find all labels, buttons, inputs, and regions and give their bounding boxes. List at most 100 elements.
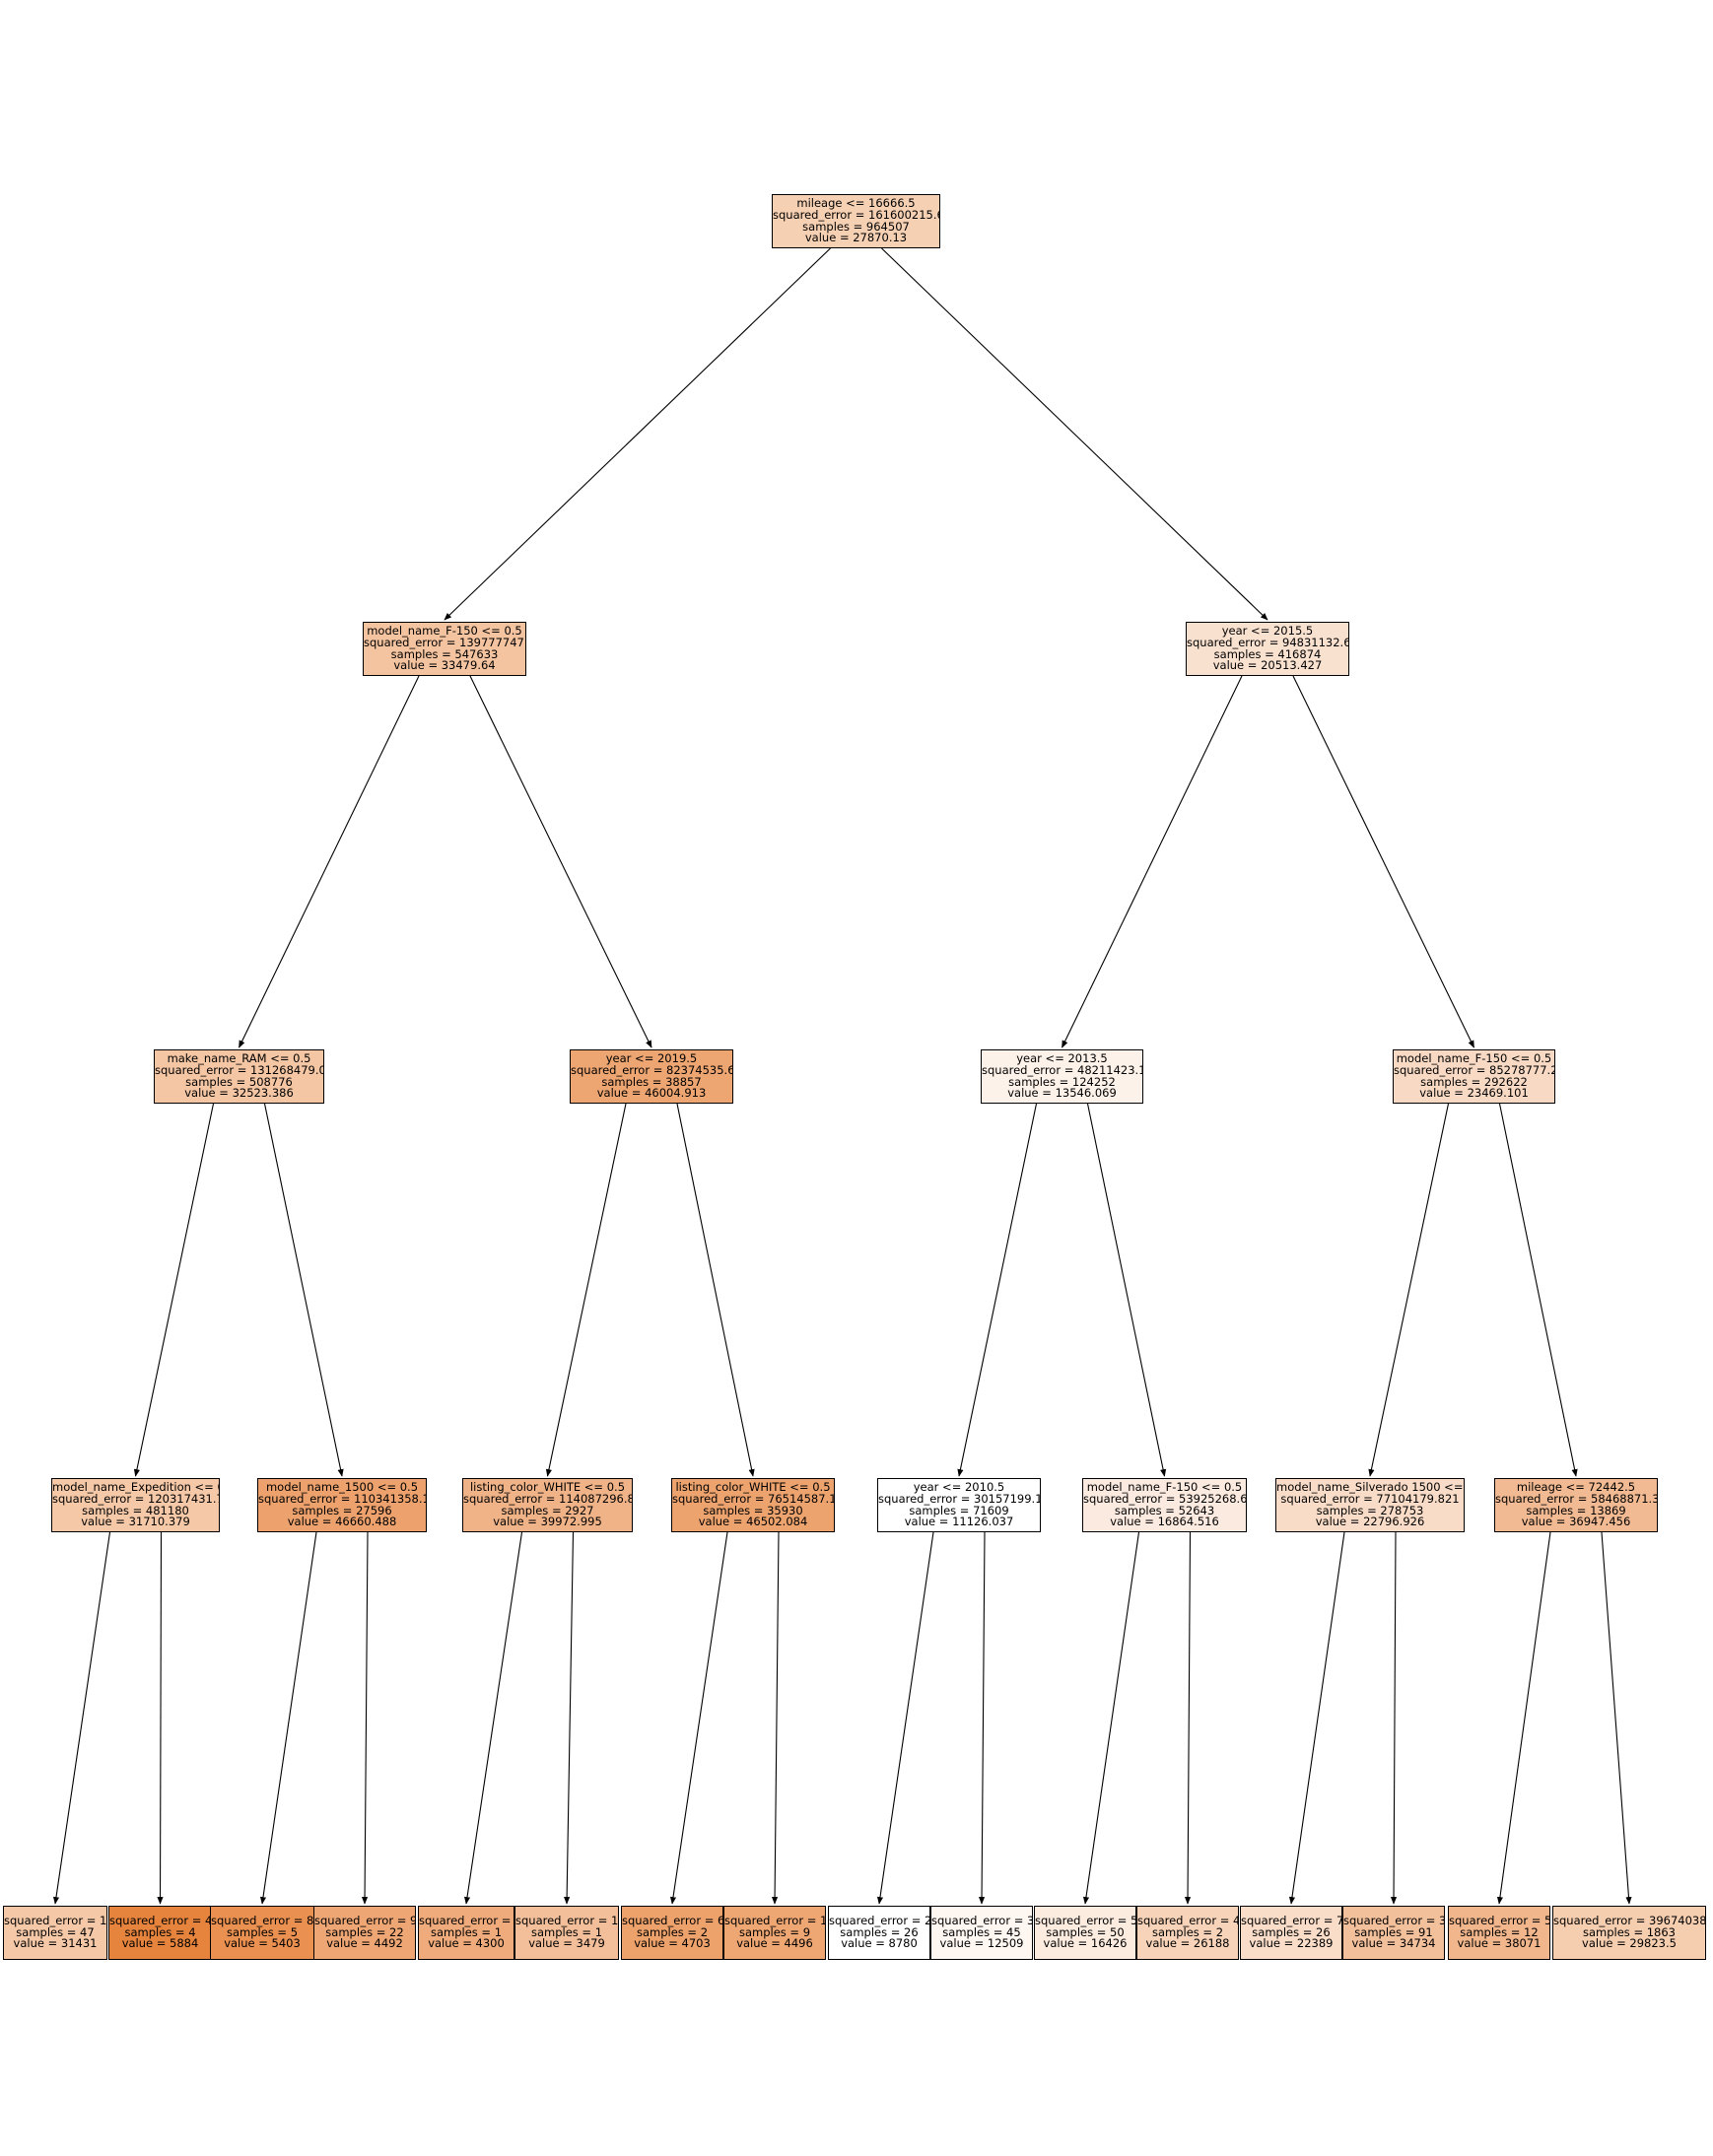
node-text-line: squared_error = 48211423.115: [982, 1062, 1143, 1077]
node-text-line: value = 32523.386: [184, 1086, 294, 1101]
node-text-line: samples = 52643: [1114, 1503, 1215, 1517]
tree-edge-arrow: [463, 1531, 523, 1905]
tree-edge-arrow: [239, 675, 420, 1048]
tree-edge-arrow: [361, 1531, 369, 1905]
node-text-line: samples = 1: [430, 1924, 503, 1939]
node-text-line: value = 27870.13: [804, 231, 908, 245]
node-text-line: squared_error = 110341358.116: [258, 1491, 427, 1506]
node-text-line: squared_error = 521: [1449, 1914, 1549, 1928]
node-text-line: value = 33479.64: [393, 658, 496, 673]
node-text-line: listing_color_WHITE <= 0.5: [469, 1480, 626, 1495]
node-text-line: model_name_Silverado 1500 <= 0.5: [1276, 1480, 1465, 1495]
node-text-line: samples = 2: [636, 1924, 709, 1939]
node-text-line: mileage <= 16666.5: [796, 196, 916, 211]
tree-edge-arrow: [1368, 1103, 1450, 1477]
node-text-line: samples = 47: [16, 1924, 95, 1939]
tree-leaf-node: squared_error = 39674038.18samples = 186…: [1552, 1906, 1706, 1960]
node-text-line: value = 4300: [428, 1936, 505, 1951]
node-text-line: samples = 91: [1354, 1924, 1433, 1939]
tree-edge-arrow: [1390, 1531, 1398, 1905]
node-text-line: samples = 2927: [501, 1503, 594, 1517]
node-text-line: squared_error = 872: [211, 1914, 314, 1928]
node-text-line: squared_error = 211: [829, 1914, 929, 1928]
node-text-line: year <= 2015.5: [1221, 624, 1314, 639]
node-text-line: samples = 38857: [601, 1074, 702, 1089]
tree-edge-arrow: [1292, 675, 1474, 1048]
tree-edge-arrow: [545, 1103, 627, 1477]
tree-edge-arrow: [978, 1531, 986, 1905]
node-text-line: year <= 2019.5: [605, 1051, 698, 1066]
node-text-line: squared_error = 999: [314, 1914, 415, 1928]
node-text-line: samples = 547633: [390, 646, 499, 661]
tree-edge-arrow: [1184, 1531, 1192, 1905]
node-text-line: samples = 416874: [1213, 646, 1322, 661]
node-text-line: listing_color_WHITE <= 0.5: [675, 1480, 831, 1495]
node-text-line: squared_error = 302: [931, 1914, 1032, 1928]
tree-edge-arrow: [876, 1531, 934, 1905]
node-text-line: squared_error = 30157199.199: [878, 1491, 1041, 1506]
node-text-line: value = 11126.037: [904, 1515, 1014, 1529]
node-text-line: samples = 45: [942, 1924, 1021, 1939]
node-text-line: value = 13546.069: [1007, 1086, 1117, 1101]
tree-edge-arrow: [1496, 1531, 1551, 1905]
node-text-line: model_name_F-150 <= 0.5: [1396, 1051, 1552, 1066]
tree-edge-arrow: [1288, 1531, 1345, 1905]
node-text-line: samples = 9: [738, 1924, 811, 1939]
node-text-line: samples = 13869: [1526, 1503, 1626, 1517]
node-text-line: squared_error = 82374535.698: [571, 1062, 733, 1077]
node-text-line: samples = 26: [1252, 1924, 1331, 1939]
node-text-line: value = 5403: [224, 1936, 301, 1951]
node-text-line: year <= 2013.5: [1016, 1051, 1108, 1066]
node-text-line: value = 16426: [1043, 1936, 1128, 1951]
tree-edge-arrow: [469, 675, 652, 1048]
node-text-line: squared_error = 114087296.858: [463, 1491, 633, 1506]
tree-edge-arrow: [1082, 1531, 1140, 1905]
tree-edge-arrow: [881, 247, 1268, 621]
node-text-line: value = 22796.926: [1315, 1515, 1425, 1529]
node-text-line: value = 4492: [326, 1936, 403, 1951]
node-text-line: model_name_F-150 <= 0.5: [367, 624, 522, 639]
node-text-line: value = 26188: [1145, 1936, 1230, 1951]
node-text-line: value = 46660.488: [287, 1515, 397, 1529]
node-text-line: samples = 4: [124, 1924, 196, 1939]
node-text-line: squared_error = 58468871.375: [1495, 1491, 1658, 1506]
tree-edge-arrow: [157, 1531, 164, 1905]
node-text-line: samples = 2: [1151, 1924, 1224, 1939]
node-text-line: squared_error = 85278777.242: [1394, 1062, 1555, 1077]
node-text-line: squared_error = 77104179.821: [1280, 1491, 1460, 1506]
node-text-line: value = 12509: [939, 1936, 1024, 1951]
node-text-line: squared_error = 76514587.198: [672, 1491, 835, 1506]
node-text-line: value = 4703: [634, 1936, 711, 1951]
node-text-line: value = 5884: [121, 1936, 199, 1951]
node-text-line: squared_error = 120317431.775: [52, 1491, 220, 1506]
node-text-line: value = 20513.427: [1212, 658, 1323, 673]
node-text-line: make_name_RAM <= 0.5: [167, 1051, 311, 1066]
tree-edge-arrow: [771, 1531, 780, 1905]
node-text-line: squared_error = 94831132.687: [1187, 635, 1349, 649]
node-text-line: model_name_Expedition <= 0.5: [52, 1480, 220, 1495]
tree-edge-arrow: [1062, 675, 1243, 1048]
node-text-line: samples = 22: [325, 1924, 404, 1939]
node-text-line: samples = 1863: [1582, 1924, 1677, 1939]
tree-edge-arrow: [1498, 1103, 1578, 1477]
node-text-line: samples = 964507: [802, 219, 910, 234]
tree-edge-arrow: [263, 1103, 344, 1477]
node-text-line: value = 29823.5: [1582, 1936, 1677, 1951]
node-text-line: samples = 124252: [1008, 1074, 1116, 1089]
node-text-line: squared_error = 113: [4, 1914, 107, 1928]
